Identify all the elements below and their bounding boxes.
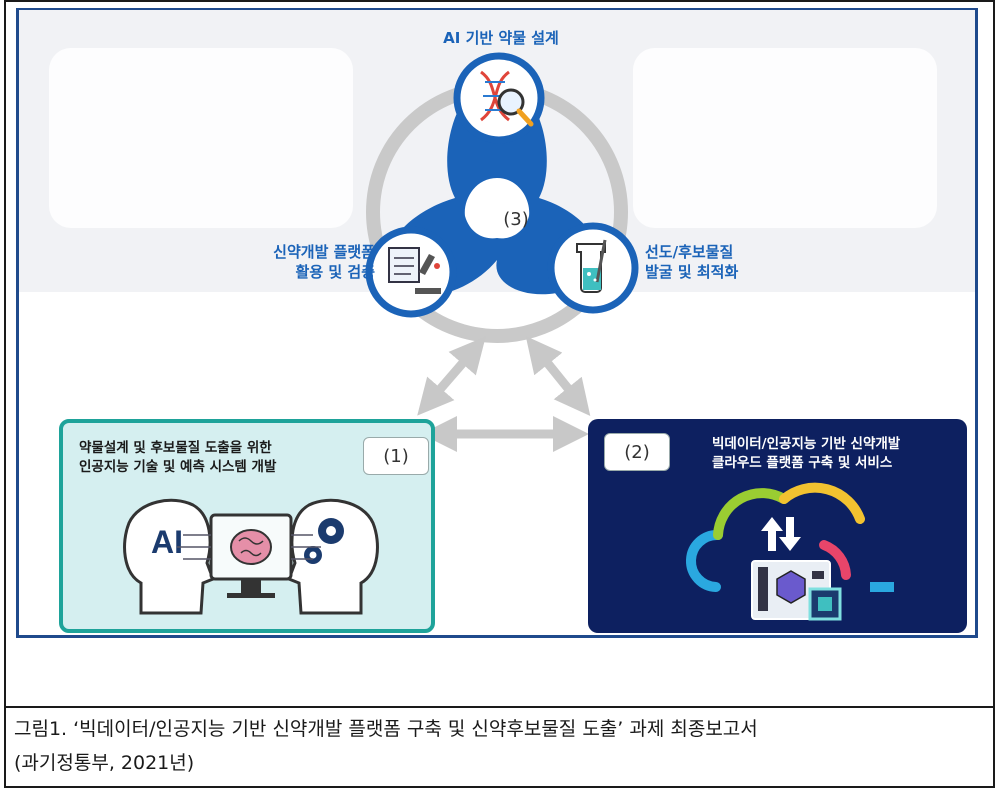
- top-label: AI 기반 약물 설계: [443, 29, 559, 47]
- cycle-diagram: [365, 52, 639, 452]
- right-label: 선도/후보물질 발굴 및 최적화: [645, 242, 795, 282]
- center-hole: [464, 178, 530, 239]
- box-ai-prediction: 약물설계 및 후보물질 도출을 위한 인공지능 기술 및 예측 시스템 개발 (…: [59, 419, 435, 633]
- box2-number: (2): [604, 433, 670, 471]
- left-label-line1: 신약개발 플랫폼: [273, 243, 375, 261]
- figure-panel: AI 기반 약물 설계 신약개발 플랫폼 활용 및 검증 선도/후보물질 발굴 …: [16, 8, 978, 638]
- placeholder-box-right: [633, 48, 937, 228]
- microscope-lab-icon: [365, 226, 457, 318]
- caption-divider: [4, 706, 995, 708]
- cloud-upload-icon: [686, 482, 894, 621]
- box2-title-line2: 클라우드 플랫폼 구축 및 서비스: [712, 455, 893, 471]
- box1-title: 약물설계 및 후보물질 도출을 위한 인공지능 기술 및 예측 시스템 개발: [79, 439, 276, 477]
- ai-illustration-text: AI: [151, 524, 183, 560]
- box2-title: 빅데이터/인공지능 기반 신약개발 클라우드 플랫폼 구축 및 서비스: [712, 435, 900, 473]
- placeholder-box-left: [49, 48, 353, 228]
- right-label-line1: 선도/후보물질: [645, 243, 734, 261]
- brain-gear-icon: AI: [123, 498, 379, 615]
- center-number: (3): [503, 209, 529, 230]
- arrow-left-diagonal: [417, 336, 486, 416]
- left-label-line2: 활용 및 검증: [295, 263, 375, 281]
- beaker-icon: [547, 222, 639, 314]
- box1-title-line2: 인공지능 기술 및 예측 시스템 개발: [79, 459, 277, 475]
- dna-magnifier-icon: [453, 52, 545, 144]
- box1-title-line1: 약물설계 및 후보물질 도출을 위한: [79, 440, 272, 456]
- box2-title-line1: 빅데이터/인공지능 기반 신약개발: [712, 436, 901, 452]
- figure-caption: 그림1. ‘빅데이터/인공지능 기반 신약개발 플랫폼 구축 및 신약후보물질 …: [14, 712, 989, 780]
- arrow-right-diagonal: [525, 335, 591, 417]
- right-label-line2: 발굴 및 최적화: [645, 263, 739, 281]
- left-label: 신약개발 플랫폼 활용 및 검증: [225, 242, 375, 282]
- box-cloud-platform: (2) 빅데이터/인공지능 기반 신약개발 클라우드 플랫폼 구축 및 서비스: [588, 419, 967, 633]
- caption-line1: 그림1. ‘빅데이터/인공지능 기반 신약개발 플랫폼 구축 및 신약후보물질 …: [14, 718, 758, 740]
- figure-table: [4, 0, 995, 788]
- caption-line2: (과기정통부, 2021년): [14, 752, 195, 774]
- box1-number: (1): [363, 437, 429, 475]
